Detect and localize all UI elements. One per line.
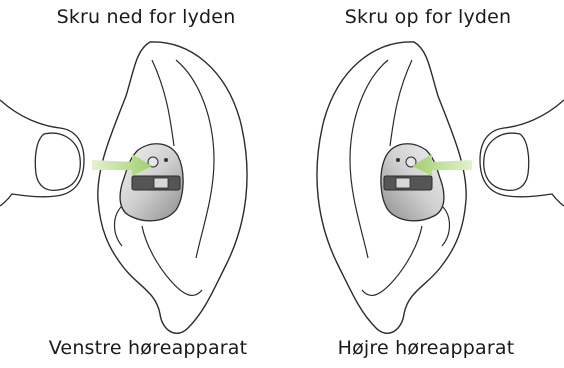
right-ear-concha <box>362 226 422 295</box>
left-microphone <box>164 158 168 162</box>
left-scene <box>0 42 247 333</box>
left-fingernail <box>35 133 80 190</box>
right-microphone <box>396 158 400 162</box>
left-ear-concha <box>142 226 202 295</box>
left-battery-door <box>154 178 168 188</box>
left-ear-tragus <box>115 206 123 246</box>
right-fingernail <box>484 133 529 190</box>
right-ear-tragus <box>442 206 450 246</box>
right-scene <box>317 42 564 333</box>
right-battery-door <box>396 178 410 188</box>
